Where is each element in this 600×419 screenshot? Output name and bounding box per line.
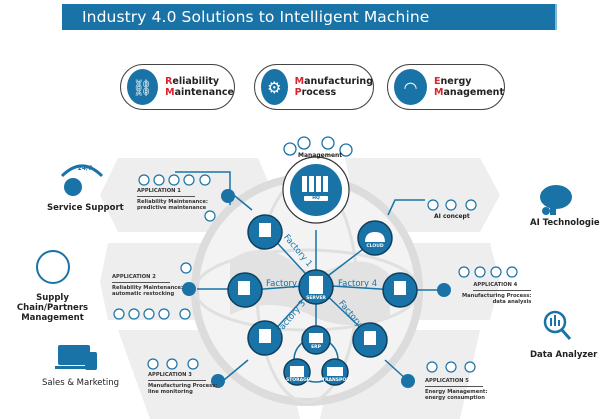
people-network-icon — [36, 250, 70, 284]
devices-icon — [55, 345, 97, 370]
app3-node — [211, 374, 225, 388]
factory-2-label: Factory 2 — [266, 279, 306, 289]
gears-icon: ⚙ — [261, 69, 288, 105]
supply-chain-label: Supply Chain/Partners Management — [16, 293, 89, 323]
service-support-label: Service Support — [47, 203, 124, 213]
app2-link-node — [182, 282, 196, 296]
management-label: Management — [298, 152, 343, 159]
server-label: SERVER — [306, 296, 326, 301]
application-5: APPLICATION 5 Energy Management: energy … — [425, 378, 488, 401]
data-analyzer-label: Data Analyzer — [530, 350, 598, 360]
erp-label: ERP — [311, 345, 321, 350]
headset-tools-icon — [60, 164, 104, 196]
application-4: APPLICATION 4 Manufacturing Process: dat… — [462, 282, 532, 305]
cloud-label: CLOUD — [366, 244, 384, 249]
chain-link-icon: ⛓ — [127, 69, 159, 105]
pillar-reliability-maintenance: ⛓ Reliability Maintenance — [120, 64, 235, 110]
ai-technologies-label: AI Technologies — [530, 218, 600, 228]
sales-marketing-label: Sales & Marketing — [42, 378, 120, 388]
application-2: APPLICATION 2 Reliability Maintenance: a… — [112, 274, 183, 297]
service-badge: 24/7 — [77, 165, 93, 172]
pillar-energy-management: ◠ Energy Management — [387, 64, 505, 110]
title-banner: Industry 4.0 Solutions to Intelligent Ma… — [62, 4, 557, 30]
app1-link-node — [221, 189, 235, 203]
ai-concept-label: AI concept — [434, 213, 470, 220]
hq-label: HQ — [312, 196, 320, 201]
ai-brain-icon — [540, 185, 572, 215]
application-1: APPLICATION 1 Reliability Maintenance: p… — [137, 188, 208, 211]
chart-magnifier-icon — [543, 310, 572, 340]
storage-label: STORAGE — [286, 378, 310, 383]
application-3: APPLICATION 3 Manufacturing Process: lin… — [148, 372, 218, 395]
page-title: Industry 4.0 Solutions to Intelligent Ma… — [82, 8, 430, 26]
app5-node — [401, 374, 415, 388]
app4-node — [437, 283, 451, 297]
factory-4-label: Factory 4 — [338, 279, 378, 289]
gauge-icon: ◠ — [394, 69, 428, 105]
pillar-manufacturing-process: ⚙ Manufacturing Process — [254, 64, 374, 110]
transport-label: TRANSPORT — [322, 378, 353, 383]
